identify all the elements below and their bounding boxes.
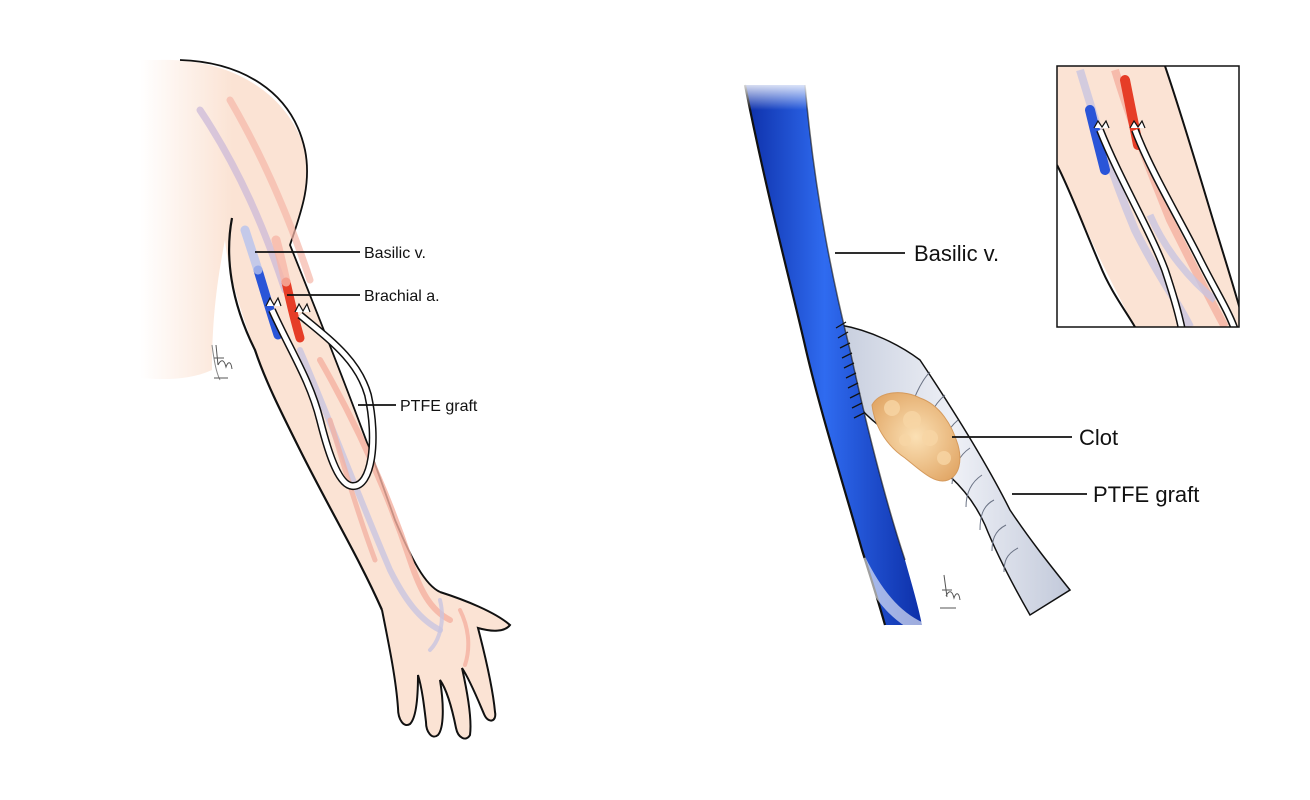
- basilic-vein-segment: [253, 265, 283, 340]
- closeup-illustration: [740, 80, 1072, 636]
- inset-border: [1056, 65, 1240, 328]
- artist-signature: [214, 344, 233, 379]
- arm-outline-inner: [228, 217, 384, 611]
- hand-outline: [381, 591, 512, 740]
- brachial-artery-segment: [281, 277, 305, 343]
- elbow-crease: [211, 344, 221, 381]
- label-ptfe-graft-left: PTFE graft: [400, 398, 478, 415]
- label-brachial-artery-left: Brachial a.: [364, 288, 440, 305]
- label-basilic-vein-left: Basilic v.: [364, 245, 426, 262]
- basilic-vein-large: [745, 85, 922, 625]
- label-ptfe-graft-right: PTFE graft: [1093, 482, 1199, 507]
- right-labels: Basilic v. Clot PTFE graft: [835, 241, 1199, 507]
- label-clot: Clot: [1079, 425, 1118, 450]
- faint-vessels: [196, 96, 471, 667]
- anastomosis-sutures: [835, 321, 865, 419]
- label-basilic-vein-right: Basilic v.: [914, 241, 999, 266]
- clot-texture: [884, 400, 951, 465]
- arm-illustration: [140, 59, 512, 740]
- left-labels: Basilic v. Brachial a. PTFE graft: [255, 245, 478, 415]
- inset-panel: [1056, 65, 1240, 328]
- artist-signature-right: [940, 574, 961, 609]
